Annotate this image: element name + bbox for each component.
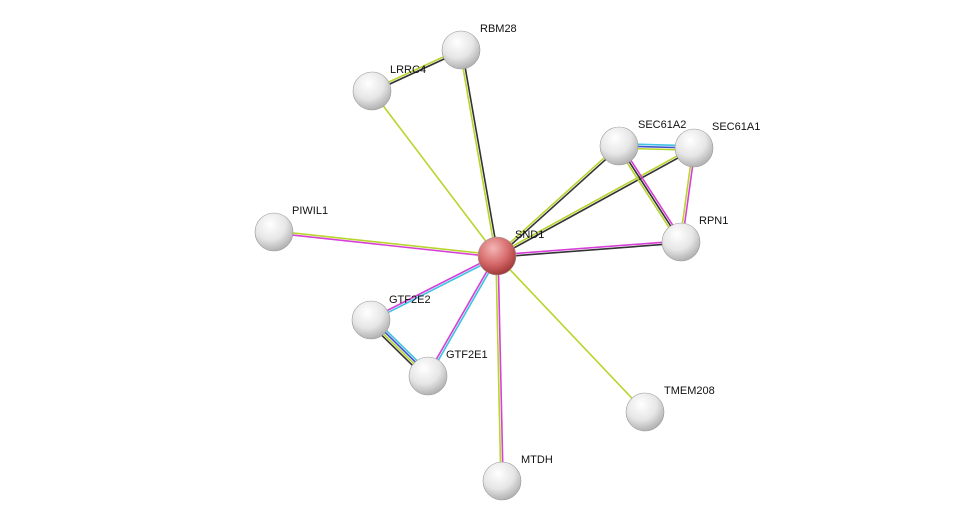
node-bubble[interactable] [477,236,517,276]
edge-snd1-sec61a2-textmining[interactable] [495,144,619,256]
node-bubble[interactable] [625,392,665,432]
node-gtf2e1[interactable]: GTF2E1 [408,349,488,396]
node-bubble[interactable] [599,126,639,166]
edge-snd1-gtf2e2-experiments[interactable] [370,254,497,320]
node-sec61a1[interactable]: SEC61A1 [674,121,760,168]
edge-snd1-sec61a1-coexpression[interactable] [497,148,695,258]
node-bubble[interactable] [674,128,714,168]
node-label: LRRC4 [390,64,426,76]
node-tmem208[interactable]: TMEM208 [625,385,715,432]
node-bubble[interactable] [254,212,294,252]
edge-snd1-tmem208-textmining[interactable] [496,255,646,413]
node-label: RPN1 [699,215,728,227]
node-bubble[interactable] [441,30,481,70]
edge-snd1-sec61a1-textmining[interactable] [496,146,694,256]
node-lrrc4[interactable]: LRRC4 [352,64,426,111]
node-sec61a2[interactable]: SEC61A2 [599,119,686,166]
edge-snd1-rbm28-textmining[interactable] [459,50,497,257]
node-snd1[interactable]: SND1 [477,229,544,276]
edge-snd1-gtf2e1-databases[interactable] [428,256,499,377]
edge-snd1-rpn1-experiments[interactable] [496,240,681,256]
node-label: GTF2E1 [446,349,488,361]
node-label: GTF2E2 [389,294,431,306]
node-rbm28[interactable]: RBM28 [441,23,517,70]
node-label: RBM28 [480,23,517,35]
edge-snd1-rbm28-coexpression[interactable] [461,49,499,256]
edge-snd1-sec61a2-coexpression[interactable] [497,146,621,258]
node-label: SND1 [515,229,544,241]
edge-snd1-gtf2e2-databases[interactable] [371,256,498,322]
edge-snd1-mtdh-textmining[interactable] [495,256,502,482]
node-bubble[interactable] [661,222,701,262]
edge-snd1-piwil1-textmining[interactable] [274,230,498,256]
edge-snd1-mtdh-experiments[interactable] [497,255,504,481]
node-bubble[interactable] [351,300,391,340]
node-mtdh[interactable]: MTDH [482,454,553,501]
node-label: PIWIL1 [292,205,328,217]
edge-snd1-lrrc4-textmining[interactable] [371,90,498,257]
edge-snd1-gtf2e1-experiments[interactable] [426,255,497,376]
node-bubble[interactable] [408,356,448,396]
node-piwil1[interactable]: PIWIL1 [254,205,328,252]
node-gtf2e2[interactable]: GTF2E2 [351,294,431,340]
node-label: SEC61A2 [638,119,686,131]
node-label: MTDH [521,454,553,466]
node-rpn1[interactable]: RPN1 [661,215,728,262]
node-label: TMEM208 [664,385,715,397]
node-label: SEC61A1 [712,121,760,133]
edge-snd1-piwil1-experiments[interactable] [273,232,497,258]
node-bubble[interactable] [482,461,522,501]
node-bubble[interactable] [352,71,392,111]
edge-snd1-rpn1-coexpression[interactable] [497,242,682,258]
